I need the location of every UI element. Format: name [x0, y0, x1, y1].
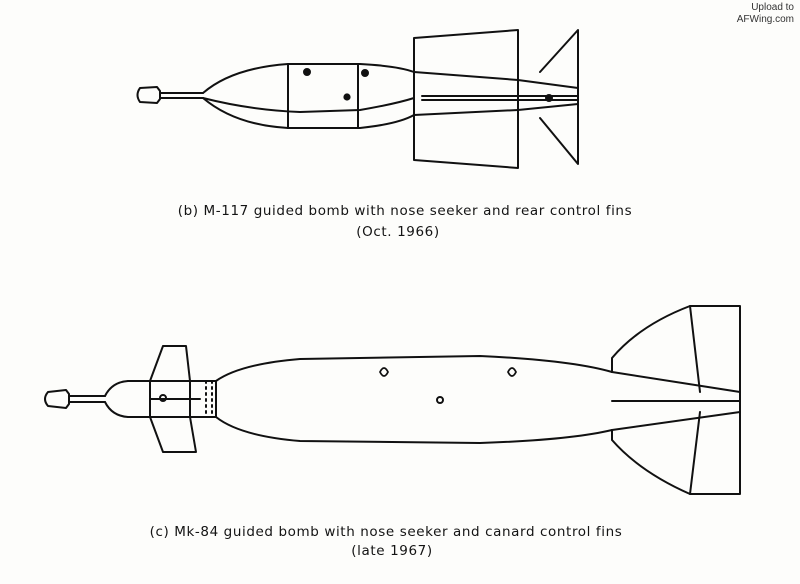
watermark: Upload to AFWing.com	[724, 2, 794, 26]
mk84-lug-2	[507, 367, 517, 377]
mk84-nose	[104, 380, 151, 418]
m117-lug-2	[361, 69, 369, 77]
m117-fin-hinge-line	[421, 95, 579, 101]
mk84-hinge-dot	[159, 394, 167, 402]
m117-tail-body	[517, 79, 579, 111]
mk84-tail-fin-edge	[689, 305, 701, 495]
mk84-body	[215, 355, 613, 444]
m117-strake	[202, 97, 415, 113]
mk84-probe-rod	[68, 395, 106, 403]
m117-body	[287, 63, 415, 129]
mk84-seeker-tip	[44, 389, 70, 409]
mk84-canard-fin	[149, 345, 197, 453]
mk84-fuze-dot	[436, 396, 444, 404]
watermark-line-2: AFWing.com	[736, 14, 794, 25]
mk84-lug-1	[379, 367, 389, 377]
figure-b-caption: (b) M-117 guided bomb with nose seeker a…	[177, 203, 633, 219]
mk84-guidance-section	[127, 380, 217, 418]
m117-lug-1	[303, 68, 311, 76]
mk84-bomb	[44, 305, 741, 495]
mk84-tail-cone	[611, 371, 741, 431]
m117-probe-rod	[159, 92, 204, 99]
figure-c-date: (late 1967)	[351, 543, 433, 559]
m117-seeker-tip	[136, 86, 161, 104]
figure-c-caption: (c) Mk-84 guided bomb with nose seeker a…	[149, 524, 623, 540]
m117-tail-cone	[413, 71, 519, 116]
m117-tail-fin-large	[413, 29, 519, 169]
m117-fin-hinge	[545, 94, 553, 102]
m117-bomb	[136, 29, 579, 169]
m117-nose	[202, 63, 289, 129]
figure-b-date: (Oct. 1966)	[356, 224, 440, 240]
m117-fuze-dot	[343, 93, 351, 101]
mk84-joint-dots	[205, 380, 213, 418]
watermark-line-1: Upload to	[751, 2, 794, 13]
